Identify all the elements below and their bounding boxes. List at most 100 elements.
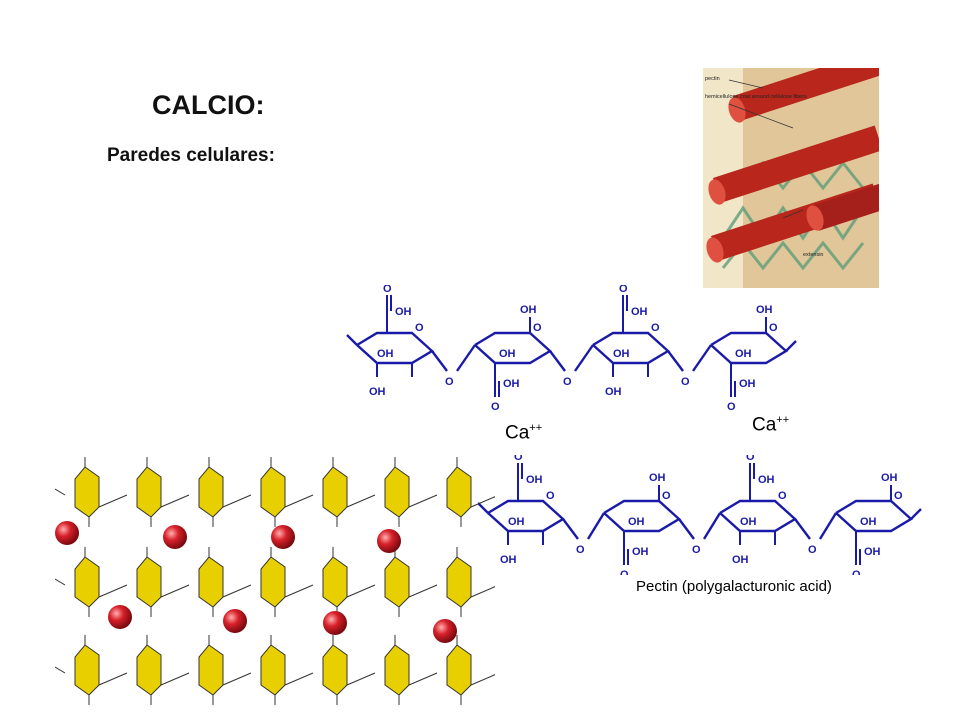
sugar-unit [322, 457, 376, 527]
hydroxyl-label: OH [508, 516, 525, 528]
sugar-link [470, 496, 495, 508]
chain-end-bond [478, 502, 489, 514]
ring-oxygen-label: O [533, 322, 542, 334]
sugar-link [346, 494, 376, 508]
page-title: CALCIO: [152, 90, 265, 120]
sugar-link [222, 672, 252, 686]
carbonyl-label: O [383, 285, 392, 295]
acid-oh-label: OH [864, 546, 881, 558]
sugar-ring [446, 644, 472, 696]
glycosidic-bond [692, 344, 712, 372]
sugar-unit [322, 547, 376, 617]
sugar-ring [446, 466, 472, 518]
sugar-unit [384, 457, 438, 527]
sugar-unit [384, 547, 438, 617]
sugar-ring [322, 644, 348, 696]
hydroxyl-label: OH [500, 554, 517, 566]
sugar-link [160, 494, 190, 508]
ring-oxygen-label: O [651, 322, 660, 334]
sugar-link [284, 672, 314, 686]
sugar-ring [384, 644, 410, 696]
chain-end-bond [346, 334, 358, 346]
sugar-ring [74, 556, 100, 608]
sugar-unit [74, 457, 128, 527]
hydroxyl-label: OH [605, 386, 622, 398]
calcium-ion [163, 525, 187, 549]
carbonyl-label: O [619, 285, 628, 295]
sugar-unit [446, 457, 495, 527]
glycosidic-bond [431, 350, 448, 372]
glycosidic-bond [678, 518, 695, 540]
acid-oh-label: OH [503, 378, 520, 390]
glycosidic-bond [818, 512, 838, 540]
sugar-unit [322, 635, 376, 705]
glycosidic-bond [456, 344, 476, 372]
cell-wall-illustration: pectin hemicellulose coat around cellulo… [703, 68, 879, 288]
sugar-link [284, 494, 314, 508]
carbonyl-label: O [746, 455, 755, 463]
calcium-label-left: Ca++ [505, 422, 543, 444]
sugar-ring [384, 466, 410, 518]
calcium-ion [55, 521, 79, 545]
ring-oxygen-label: O [769, 322, 778, 334]
sugar-ring [198, 466, 224, 518]
sugar-ring [74, 644, 100, 696]
sugar-unit [384, 635, 438, 705]
hydroxyl-label: OH [628, 516, 645, 528]
calcium-ion [271, 525, 295, 549]
sugar-ring [260, 556, 286, 608]
sugar-ring [260, 644, 286, 696]
chain-end [55, 488, 66, 496]
acid-oh-label: OH [631, 306, 648, 318]
sugar-unit [136, 457, 190, 527]
sugar-ring [136, 466, 162, 518]
acid-oh-label: OH [395, 306, 412, 318]
sugar-link [408, 672, 438, 686]
sugar-ring [322, 466, 348, 518]
glycosidic-bond [667, 350, 684, 372]
hydroxyl-label: OH [756, 304, 773, 316]
glycosidic-bond [702, 512, 722, 540]
sugar-ring [198, 644, 224, 696]
hydroxyl-label: OH [377, 348, 394, 360]
acid-oh-label: OH [758, 474, 775, 486]
sugar-link [346, 584, 376, 598]
sugar-unit [74, 547, 128, 617]
sugar-link [98, 494, 128, 508]
sugar-unit [74, 635, 128, 705]
sugar-link [160, 584, 190, 598]
glycosidic-bond [586, 512, 606, 540]
sugar-link [284, 584, 314, 598]
egg-box-model [55, 457, 495, 705]
sugar-ring [74, 466, 100, 518]
glycosidic-bond [549, 350, 566, 372]
sugar-unit [260, 457, 314, 527]
photo-label-pectin: pectin [705, 76, 720, 82]
sugar-link [222, 584, 252, 598]
hydroxyl-label: OH [735, 348, 752, 360]
hydroxyl-label: OH [369, 386, 386, 398]
sugar-ring [260, 466, 286, 518]
carbonyl-label: O [491, 401, 500, 413]
glycosidic-oxygen-label: O [681, 376, 690, 388]
sugar-link [470, 586, 495, 598]
glycosidic-bond [562, 518, 579, 540]
sugar-unit [136, 635, 190, 705]
sugar-unit [198, 457, 252, 527]
carbonyl-label: O [727, 401, 736, 413]
chain-end [55, 666, 66, 674]
glycosidic-oxygen-label: O [563, 376, 572, 388]
hydroxyl-label: OH [499, 348, 516, 360]
chain-end-bond [910, 508, 922, 520]
glycosidic-oxygen-label: O [445, 376, 454, 388]
calcium-ion [323, 611, 347, 635]
sugar-unit [260, 547, 314, 617]
